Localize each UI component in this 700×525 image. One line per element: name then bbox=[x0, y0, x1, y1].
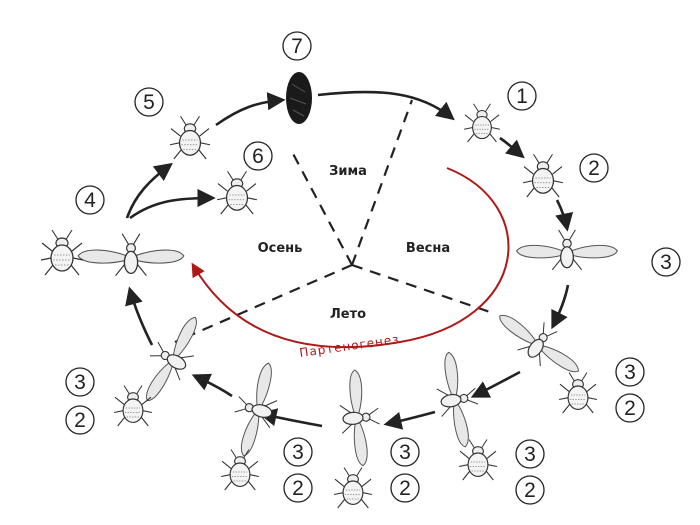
svg-text:2: 2 bbox=[399, 477, 411, 500]
svg-text:6: 6 bbox=[252, 145, 264, 168]
svg-text:2: 2 bbox=[74, 409, 86, 432]
svg-text:2: 2 bbox=[624, 397, 636, 420]
wingless-aphid-icon bbox=[216, 170, 258, 215]
winged-aphid-icon bbox=[336, 367, 384, 468]
parthenogenesis-arc bbox=[191, 167, 510, 349]
wingless-aphid-icon bbox=[558, 371, 598, 414]
winged-aphid-icon bbox=[430, 348, 486, 451]
svg-text:2: 2 bbox=[588, 157, 600, 180]
winged-aphid-icon bbox=[515, 229, 619, 271]
svg-text:3: 3 bbox=[524, 443, 536, 466]
svg-text:3: 3 bbox=[399, 441, 411, 464]
stage-number-4: 4 bbox=[75, 185, 105, 215]
svg-text:3: 3 bbox=[624, 361, 636, 384]
stage-number-7: 7 bbox=[282, 31, 312, 61]
svg-text:3: 3 bbox=[660, 251, 672, 274]
stage-number-3: 3 bbox=[651, 247, 681, 277]
winged-aphid-icon bbox=[77, 233, 185, 277]
parthenogenesis-label: Партеногенез bbox=[299, 332, 401, 360]
stage-number-3: 3 bbox=[515, 439, 545, 469]
wingless-aphid-icon bbox=[220, 448, 260, 491]
season-label-winter: Зима bbox=[329, 164, 367, 179]
svg-text:4: 4 bbox=[84, 189, 96, 212]
svg-text:7: 7 bbox=[291, 35, 303, 58]
svg-text:2: 2 bbox=[524, 479, 536, 502]
season-dividers bbox=[174, 99, 491, 344]
svg-text:2: 2 bbox=[292, 477, 304, 500]
wingless-aphid-icon bbox=[522, 153, 564, 198]
aphid-larva-icon bbox=[463, 103, 501, 143]
winged-aphid-icon bbox=[488, 298, 591, 387]
season-label-summer: Лето bbox=[330, 307, 366, 322]
stage-number-5: 5 bbox=[134, 87, 164, 117]
stage-number-2: 2 bbox=[579, 153, 609, 183]
egg-icon bbox=[286, 72, 312, 124]
stage-number-3: 3 bbox=[283, 437, 313, 467]
svg-text:3: 3 bbox=[74, 371, 86, 394]
winged-aphid-icon bbox=[223, 357, 287, 462]
stage-number-3: 3 bbox=[615, 357, 645, 387]
svg-text:3: 3 bbox=[292, 441, 304, 464]
stage-number-6: 6 bbox=[243, 141, 273, 171]
wingless-aphid-icon bbox=[40, 229, 84, 276]
egg-texture bbox=[289, 83, 307, 117]
stage-number-2: 2 bbox=[515, 475, 545, 505]
wingless-aphid-icon bbox=[113, 384, 153, 427]
wingless-aphid-icon bbox=[333, 466, 373, 509]
cycle-arrows bbox=[125, 90, 574, 430]
season-label-spring: Весна bbox=[406, 241, 450, 256]
season-label-autumn: Осень bbox=[258, 241, 303, 256]
svg-text:5: 5 bbox=[143, 91, 155, 114]
stage-number-1: 1 bbox=[507, 81, 537, 111]
stage-number-2: 2 bbox=[390, 473, 420, 503]
wingless-aphid-icon bbox=[169, 115, 211, 160]
svg-text:1: 1 bbox=[516, 85, 528, 108]
stage-number-2: 2 bbox=[65, 405, 95, 435]
stage-number-2: 2 bbox=[615, 393, 645, 423]
stage-number-3: 3 bbox=[65, 367, 95, 397]
stage-number-2: 2 bbox=[283, 473, 313, 503]
stage-number-3: 3 bbox=[390, 437, 420, 467]
